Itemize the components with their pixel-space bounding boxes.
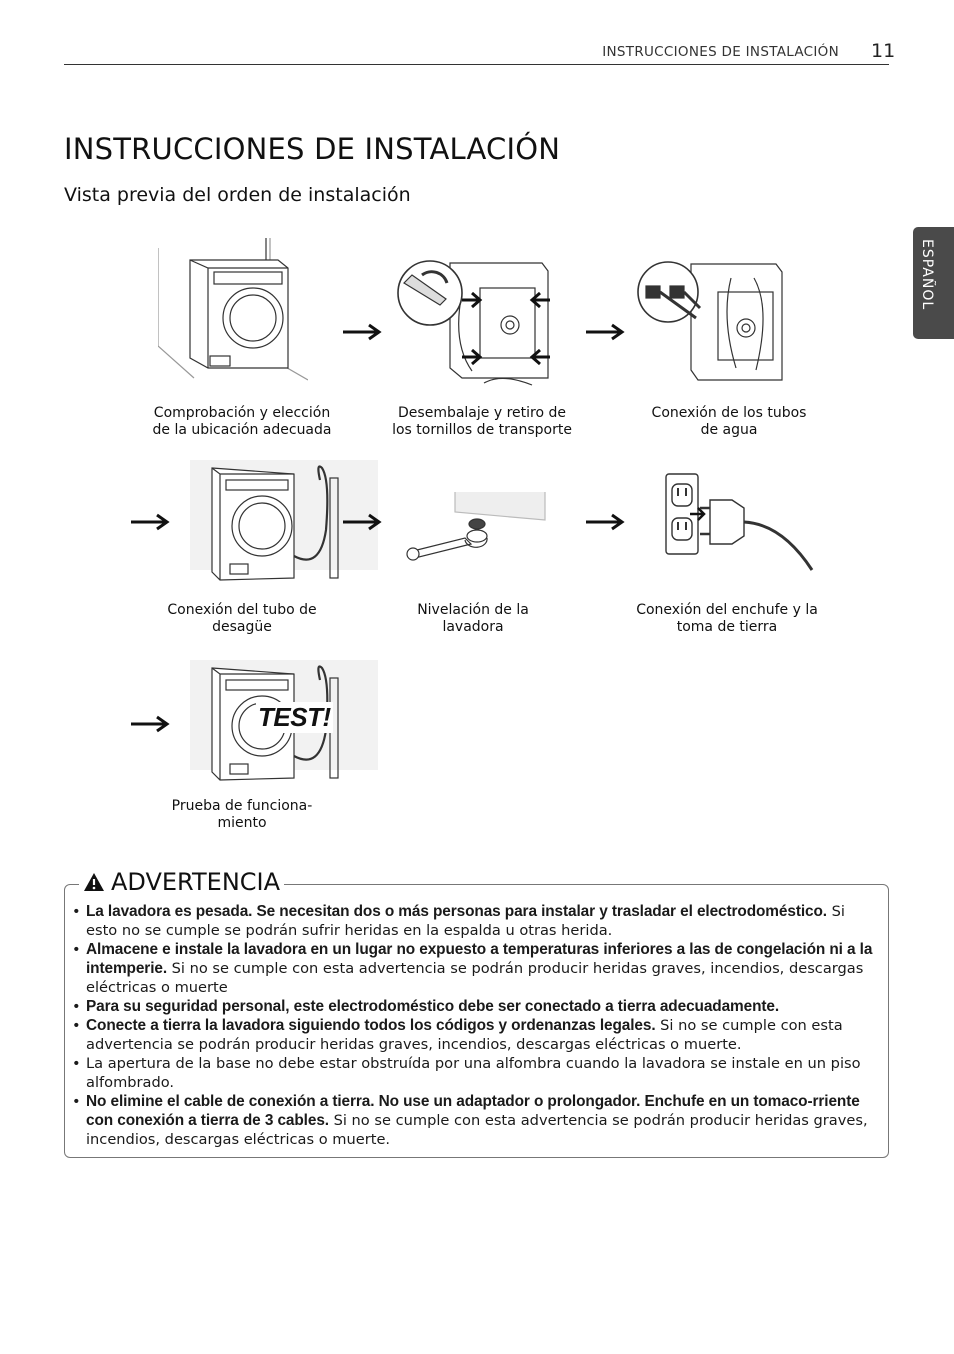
test-run-illustration: TEST! bbox=[190, 660, 378, 785]
list-item: Almacene e instale la lavadora en un lug… bbox=[72, 940, 880, 997]
water-hoses-icon bbox=[637, 261, 783, 381]
running-title: INSTRUCCIONES DE INSTALACIÓN bbox=[602, 44, 839, 60]
arrow-right-icon bbox=[343, 513, 382, 531]
section-subtitle: Vista previa del orden de instalación bbox=[64, 184, 411, 206]
washer-corner-icon bbox=[158, 238, 308, 381]
warning-box bbox=[64, 884, 889, 1158]
warning-title: ADVERTENCIA bbox=[111, 868, 281, 896]
header-rule bbox=[64, 64, 889, 65]
list-item: Conecte a tierra la lavadora siguiendo t… bbox=[72, 1016, 880, 1054]
plug-outlet-icon bbox=[665, 473, 814, 571]
arrow-right-icon bbox=[586, 513, 625, 531]
transit-bolts-icon bbox=[397, 260, 550, 386]
language-tab: ESPAÑOL bbox=[913, 227, 954, 339]
list-item: La apertura de la base no debe estar obs… bbox=[72, 1054, 880, 1092]
language-tab-label: ESPAÑOL bbox=[919, 239, 935, 311]
arrow-right-icon bbox=[131, 513, 170, 531]
leveling-wrench-icon bbox=[406, 492, 546, 561]
page-title: INSTRUCCIONES DE INSTALACIÓN bbox=[64, 132, 561, 166]
arrow-right-icon bbox=[343, 323, 382, 341]
list-item: La lavadora es pesada. Se necesitan dos … bbox=[72, 902, 880, 940]
warning-triangle-icon bbox=[84, 873, 104, 891]
arrow-right-icon bbox=[586, 323, 625, 341]
test-badge: TEST! bbox=[256, 702, 333, 733]
arrow-right-icon bbox=[131, 715, 170, 733]
list-item: Para su seguridad personal, este electro… bbox=[72, 997, 880, 1016]
warning-heading: ADVERTENCIA bbox=[79, 867, 285, 897]
step-label: Prueba de funciona-miento bbox=[171, 798, 313, 831]
list-item: No elimine el cable de conexión a tierra… bbox=[72, 1092, 880, 1149]
warning-list: La lavadora es pesada. Se necesitan dos … bbox=[72, 902, 880, 1149]
drain-hose-icon bbox=[190, 460, 378, 581]
page-header: INSTRUCCIONES DE INSTALACIÓN 11 bbox=[0, 0, 954, 70]
page-number: 11 bbox=[871, 40, 896, 62]
